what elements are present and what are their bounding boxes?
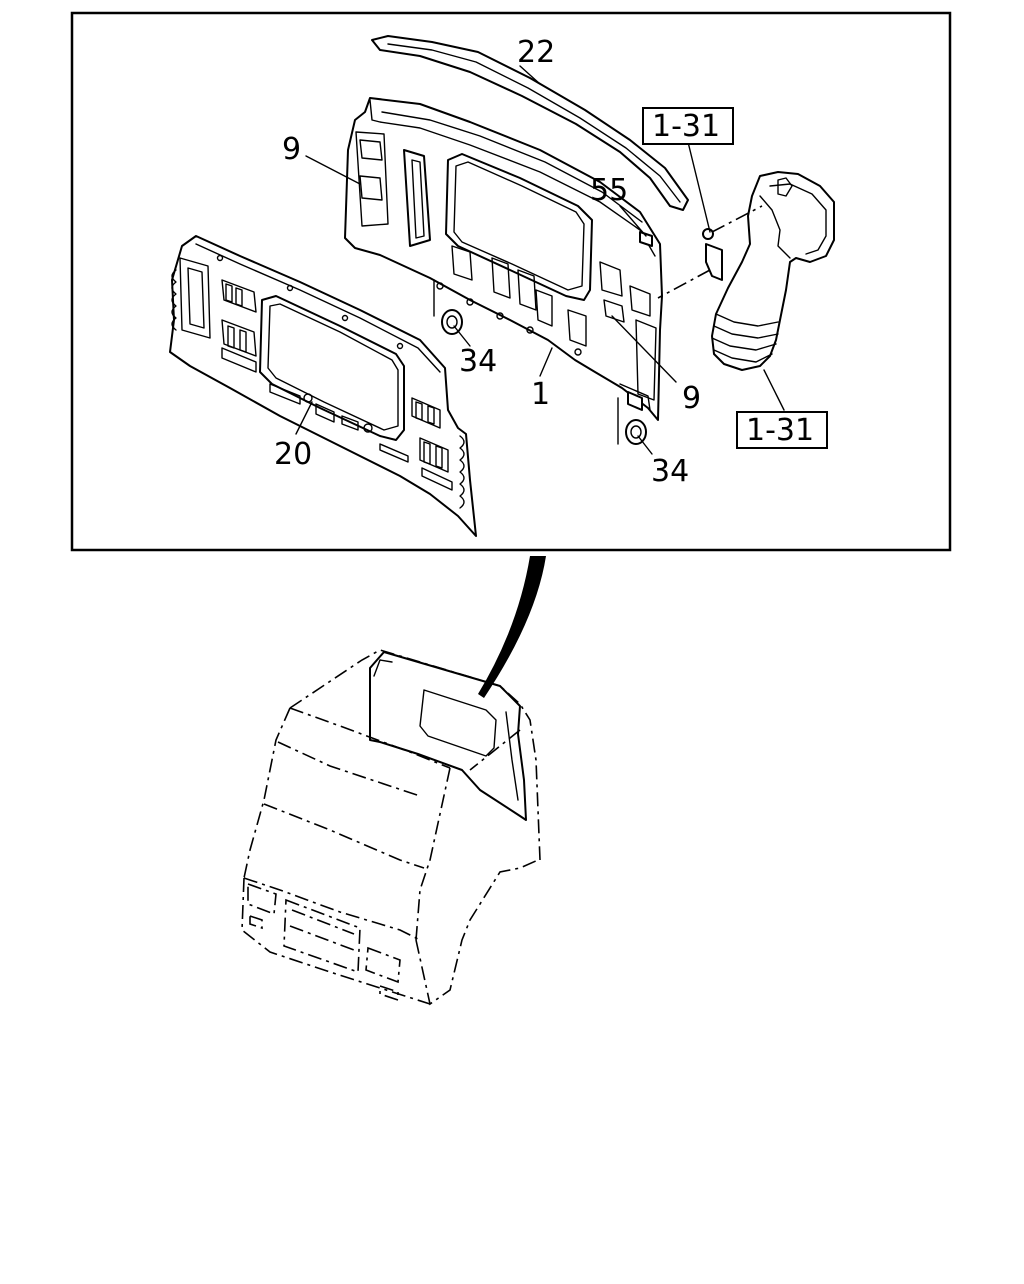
callout-20: 20	[274, 437, 312, 472]
callout-55: 55	[590, 173, 628, 208]
ref-label-upper: 1-31	[652, 109, 720, 144]
air-duct	[657, 171, 835, 371]
callout-34-right: 34	[651, 454, 689, 489]
detail-pointer	[478, 556, 546, 698]
callouts: 22 9 55 1 9 20 34 34 1-31 1-31	[274, 35, 828, 489]
detail-frame	[70, 11, 952, 552]
grommet-left	[433, 279, 463, 335]
inner-back-panel	[344, 97, 663, 421]
truck-cab	[241, 649, 541, 1006]
seal-strip	[371, 35, 689, 211]
leader-lines	[295, 65, 785, 455]
callout-9-left: 9	[282, 132, 301, 167]
outer-back-panel	[169, 235, 477, 537]
ref-label-lower: 1-31	[746, 413, 814, 448]
callout-9-right: 9	[682, 381, 701, 416]
callout-1: 1	[531, 377, 550, 412]
ref-box-lower	[736, 411, 828, 449]
callout-34-left: 34	[459, 344, 497, 379]
grommet-right	[617, 391, 647, 445]
callout-22: 22	[517, 35, 555, 70]
ref-box-upper	[642, 107, 734, 145]
